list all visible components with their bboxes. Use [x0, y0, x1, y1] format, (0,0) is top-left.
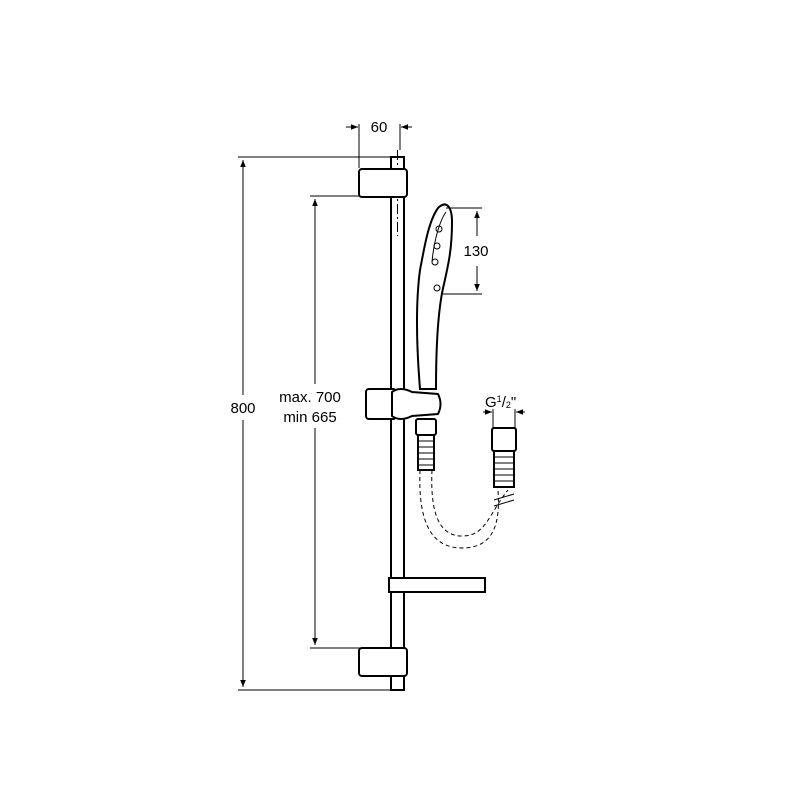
hose-sleeve-ribs-top: [418, 440, 434, 466]
hose-break-mark-1: [493, 493, 515, 501]
width-label: 60: [371, 119, 388, 136]
mode-switch: [433, 284, 441, 292]
range-max-label: max. 700: [279, 389, 341, 406]
height-label: 800: [230, 400, 255, 417]
rail-range-dimension: max. 700 min 665: [279, 195, 362, 649]
wall-bracket-top: [358, 168, 408, 198]
head-label: 130: [463, 243, 488, 260]
hose-nut-top: [415, 418, 437, 436]
hand-shower-body: [416, 203, 454, 390]
height-dimension: 800: [230, 156, 392, 691]
hose-nut-bottom: [491, 427, 517, 452]
thread-dimension: G1/2": [483, 394, 525, 428]
soap-dish: [388, 577, 486, 593]
head-dimension: 130: [441, 207, 489, 295]
slide-rail: [358, 150, 486, 691]
spray-button-2: [433, 242, 441, 250]
rail-bar: [390, 156, 405, 691]
range-min-label: min 665: [283, 409, 336, 426]
width-dimension: 60: [346, 119, 412, 168]
wall-bracket-bottom: [358, 647, 408, 677]
hose-break-mark-2: [493, 499, 515, 507]
thread-label: G1/2": [485, 394, 516, 411]
shower-hose: [415, 418, 517, 549]
hose-outer-edge: [419, 469, 499, 549]
hand-shower: [416, 203, 454, 390]
spray-button-3: [431, 258, 439, 266]
spray-button-1: [435, 225, 443, 233]
slider-clamp: [391, 388, 442, 420]
slider-holder: [365, 388, 442, 420]
hose-sleeve-ribs-bottom: [494, 456, 514, 482]
